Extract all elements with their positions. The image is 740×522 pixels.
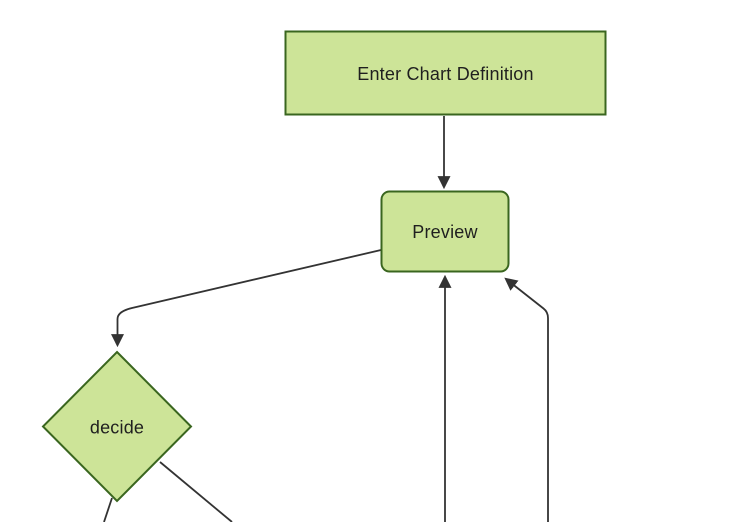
edge-layer [103, 116, 549, 522]
preview-label: Preview [412, 222, 478, 242]
decide-shape [41, 350, 193, 503]
edge-decide-to-offscreen-right [159, 461, 233, 522]
enter-chart-definition-shape [284, 30, 607, 116]
edge-preview-to-decide [111, 249, 382, 348]
node-preview: Preview [380, 190, 510, 273]
node-decide: decide [41, 350, 193, 503]
edge-decide-to-offscreen-left [103, 497, 113, 522]
edge-bottom-right-to-preview [504, 277, 549, 522]
enter-chart-definition-label: Enter Chart Definition [357, 64, 533, 84]
decide-label: decide [90, 418, 144, 438]
preview-shape [380, 190, 510, 273]
node-enter-chart-definition: Enter Chart Definition [284, 30, 607, 116]
